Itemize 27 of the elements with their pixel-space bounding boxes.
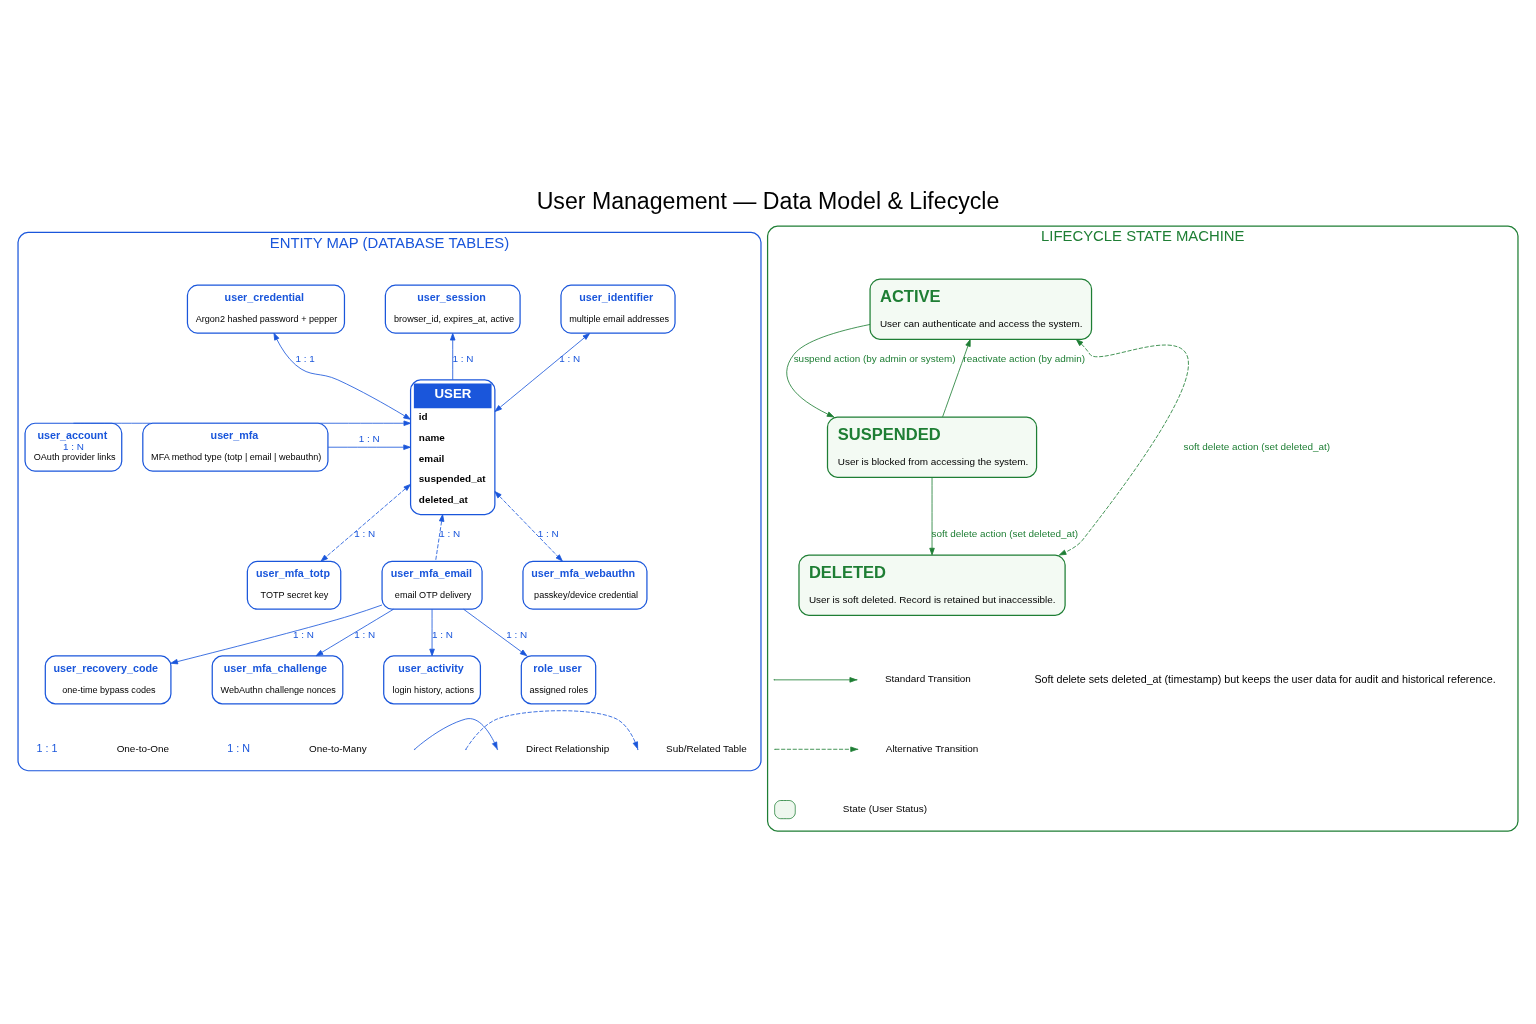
edge-label: 1 : N — [354, 628, 376, 640]
diagram-title: User Management — Data Model & Lifecycle — [536, 187, 1000, 214]
legend-label: Standard Transition — [884, 672, 971, 684]
label: Soft delete sets deleted_at (timestamp) but keeps the user data for audit and historical reference. — [1034, 672, 1496, 685]
edge-label: 1 : N — [559, 352, 581, 364]
label: 1 : 1 — [36, 741, 58, 754]
edge-label: 1 : N — [293, 628, 315, 640]
edge-label: 1 : N — [537, 527, 559, 539]
label: 1 : N — [227, 741, 251, 754]
legend-label: State (User Status) — [842, 802, 928, 814]
legend-label: Alternative Transition — [885, 742, 979, 754]
edge-label: 1 : N — [431, 628, 453, 640]
edge-label: 1 : N — [439, 527, 461, 539]
edge-label: soft delete action (set deleted_at) — [1183, 440, 1331, 452]
edge-label: 1 : N — [354, 527, 376, 539]
edge-label: reactivate action (by admin) — [963, 352, 1086, 364]
legend-label: One-to-Many — [308, 742, 367, 754]
edge-label: 1 : N — [452, 352, 474, 364]
edge-label: suspend action (by admin or system) — [793, 352, 956, 364]
legend-label: Direct Relationship — [526, 742, 610, 754]
legend-label: One-to-One — [116, 742, 169, 754]
legend-label: Sub/Related Table — [666, 742, 747, 754]
edge-label: 1 : N — [62, 440, 84, 452]
edge-label: 1 : N — [358, 432, 380, 444]
edge-label: 1 : N — [506, 628, 528, 640]
edge-label: soft delete action (set deleted_at) — [931, 527, 1079, 539]
edge-label: 1 : 1 — [295, 352, 315, 364]
